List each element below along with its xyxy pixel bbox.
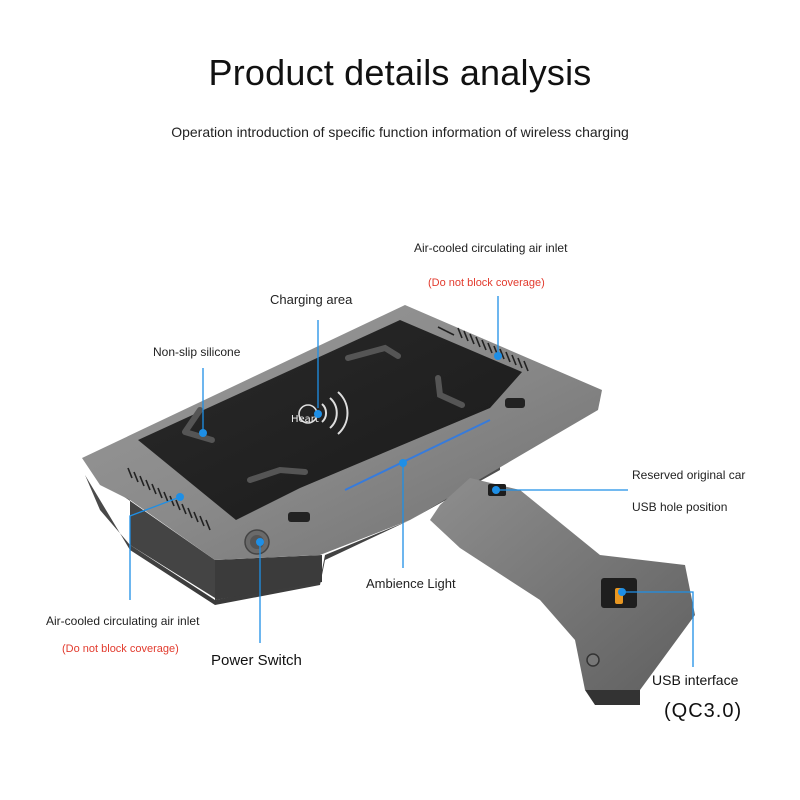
- vent-bottom: [127, 467, 211, 531]
- page-title: Product details analysis: [208, 52, 592, 93]
- non-slip-silicone-pads: [182, 344, 465, 483]
- callout-air-inlet-bottom: Air-cooled circulating air inlet: [46, 614, 200, 628]
- callout-air-inlet-top: Air-cooled circulating air inlet: [414, 241, 568, 255]
- callout-dots: [176, 352, 626, 596]
- callout-charging-area: Charging area: [270, 292, 353, 307]
- product-wordmark: Heart: [291, 414, 319, 425]
- vent-top: [437, 326, 529, 372]
- page-subtitle: Operation introduction of specific funct…: [171, 124, 629, 140]
- callout-usb-interface: USB interface: [652, 672, 739, 688]
- callout-reserved-usb-line1: Reserved original car: [632, 468, 746, 482]
- callout-reserved-usb-line2: USB hole position: [632, 500, 728, 514]
- ambience-light-strip: [344, 419, 491, 491]
- mounting-arm: [430, 478, 695, 705]
- callout-power-switch: Power Switch: [211, 652, 302, 669]
- callout-non-slip: Non-slip silicone: [153, 345, 241, 359]
- callout-usb-spec: (QC3.0): [664, 700, 743, 722]
- callout-lines: [129, 296, 694, 667]
- charger-body: [82, 305, 602, 605]
- side-clip-right: [505, 398, 525, 408]
- callout-ambience-light: Ambience Light: [366, 576, 456, 591]
- side-clip-left: [288, 512, 310, 522]
- callout-air-inlet-bottom-note: (Do not block coverage): [62, 643, 179, 655]
- callout-air-inlet-top-note: (Do not block coverage): [428, 277, 545, 289]
